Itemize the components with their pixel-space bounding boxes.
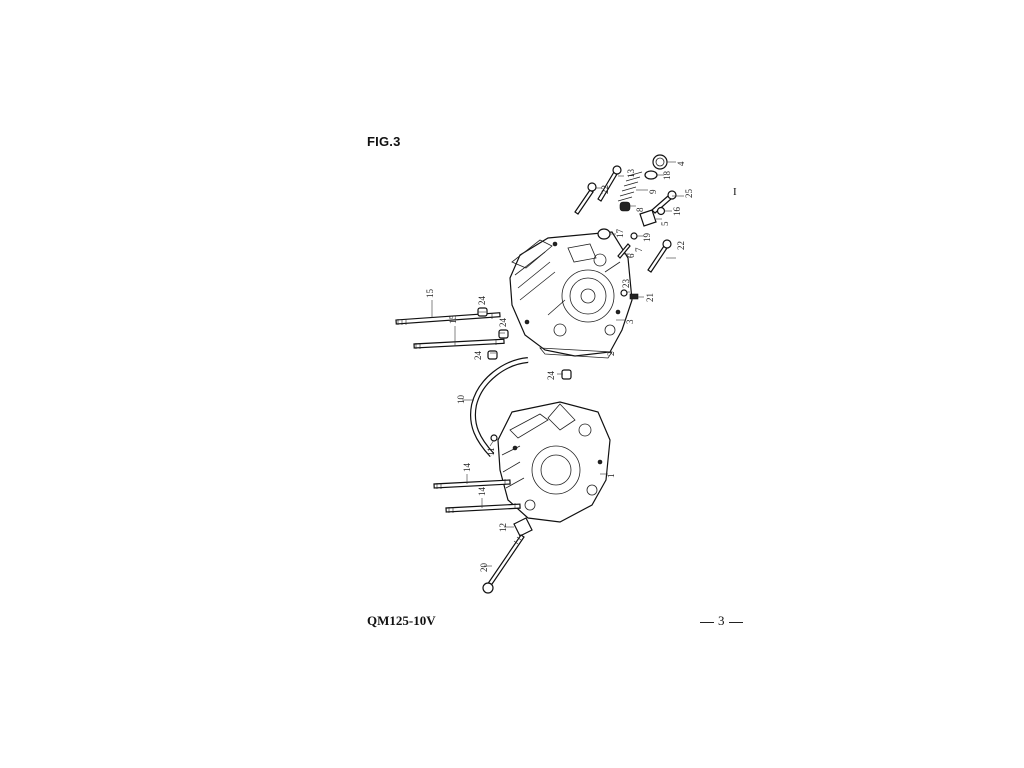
long-bolt-20 bbox=[482, 534, 525, 594]
bolt-13 bbox=[597, 165, 622, 202]
leader-lines bbox=[431, 161, 684, 567]
oil-filter-cap-4 bbox=[652, 154, 668, 170]
callout-24-d: 24 bbox=[546, 371, 556, 381]
washer-23 bbox=[620, 289, 628, 297]
bolt-22-right bbox=[647, 239, 672, 273]
breather-hose bbox=[470, 357, 529, 458]
callout-14-upper: 14 bbox=[462, 463, 472, 473]
upper-crankcase-half bbox=[509, 231, 633, 359]
callout-19: 19 bbox=[642, 233, 652, 243]
callout-9: 9 bbox=[648, 189, 658, 194]
stud-bolt-14-lower bbox=[445, 503, 521, 513]
callout-labels: 15 15 24 24 24 24 10 11 14 14 12 20 1 3 … bbox=[425, 161, 694, 572]
callout-24-b: 24 bbox=[498, 318, 508, 328]
callout-17: 17 bbox=[615, 229, 625, 239]
oil-filter-spring-9 bbox=[617, 171, 643, 202]
callout-11: 11 bbox=[486, 447, 496, 456]
callout-24-a: 24 bbox=[477, 296, 487, 306]
dowel-pin-24-d bbox=[561, 369, 572, 380]
callout-23: 23 bbox=[621, 279, 631, 289]
callout-1: 1 bbox=[606, 474, 616, 479]
dowel-pin-24-c bbox=[487, 350, 498, 360]
callout-2: 2 bbox=[606, 352, 616, 357]
callout-16: 16 bbox=[672, 207, 682, 217]
callout-12: 12 bbox=[498, 523, 508, 532]
o-ring-19 bbox=[630, 232, 638, 240]
callout-14-lower: 14 bbox=[477, 487, 487, 497]
callout-25: 25 bbox=[684, 189, 694, 199]
callout-3: 3 bbox=[625, 319, 635, 324]
callout-22-top: 22 bbox=[600, 185, 610, 194]
callout-6: 6 bbox=[626, 253, 636, 258]
page-number-value: 3 bbox=[718, 613, 725, 628]
callout-24-c: 24 bbox=[473, 351, 483, 361]
callout-20: 20 bbox=[479, 563, 489, 573]
dash-right bbox=[728, 621, 743, 623]
stud-bolt-15-upper bbox=[395, 312, 501, 325]
callout-7: 7 bbox=[634, 247, 644, 252]
o-ring-11 bbox=[490, 434, 498, 442]
callout-18: 18 bbox=[662, 171, 672, 181]
callout-15-lower: 15 bbox=[448, 315, 458, 325]
section-marker: I bbox=[733, 186, 737, 198]
bolt-6 bbox=[617, 243, 631, 259]
callout-8: 8 bbox=[635, 207, 645, 212]
o-ring-18 bbox=[644, 170, 658, 180]
collar-17 bbox=[597, 228, 611, 240]
callout-13: 13 bbox=[626, 169, 636, 179]
page-number: 3 bbox=[696, 613, 747, 629]
bracket-5 bbox=[639, 209, 657, 227]
callout-10: 10 bbox=[456, 395, 466, 405]
bracket-12 bbox=[513, 517, 533, 537]
model-code: QM125-10V bbox=[367, 613, 436, 628]
bolt-22-top bbox=[574, 182, 597, 215]
figure-title: FIG.3 bbox=[367, 134, 401, 149]
stud-bolt-14-upper bbox=[433, 479, 511, 489]
oil-screen-8 bbox=[619, 201, 631, 212]
washer-16 bbox=[656, 206, 666, 216]
bolt-21 bbox=[629, 293, 639, 300]
callout-21: 21 bbox=[645, 293, 655, 302]
oil-plug-25 bbox=[651, 190, 677, 214]
callout-15-upper: 15 bbox=[425, 289, 435, 299]
callout-22-right: 22 bbox=[676, 241, 686, 250]
lower-crankcase-half bbox=[497, 401, 611, 523]
dash-left bbox=[700, 621, 714, 623]
stud-bolt-15-lower bbox=[413, 338, 505, 349]
callout-5: 5 bbox=[660, 221, 670, 226]
callout-4: 4 bbox=[676, 161, 686, 166]
dowel-pin-24-b bbox=[498, 329, 509, 339]
